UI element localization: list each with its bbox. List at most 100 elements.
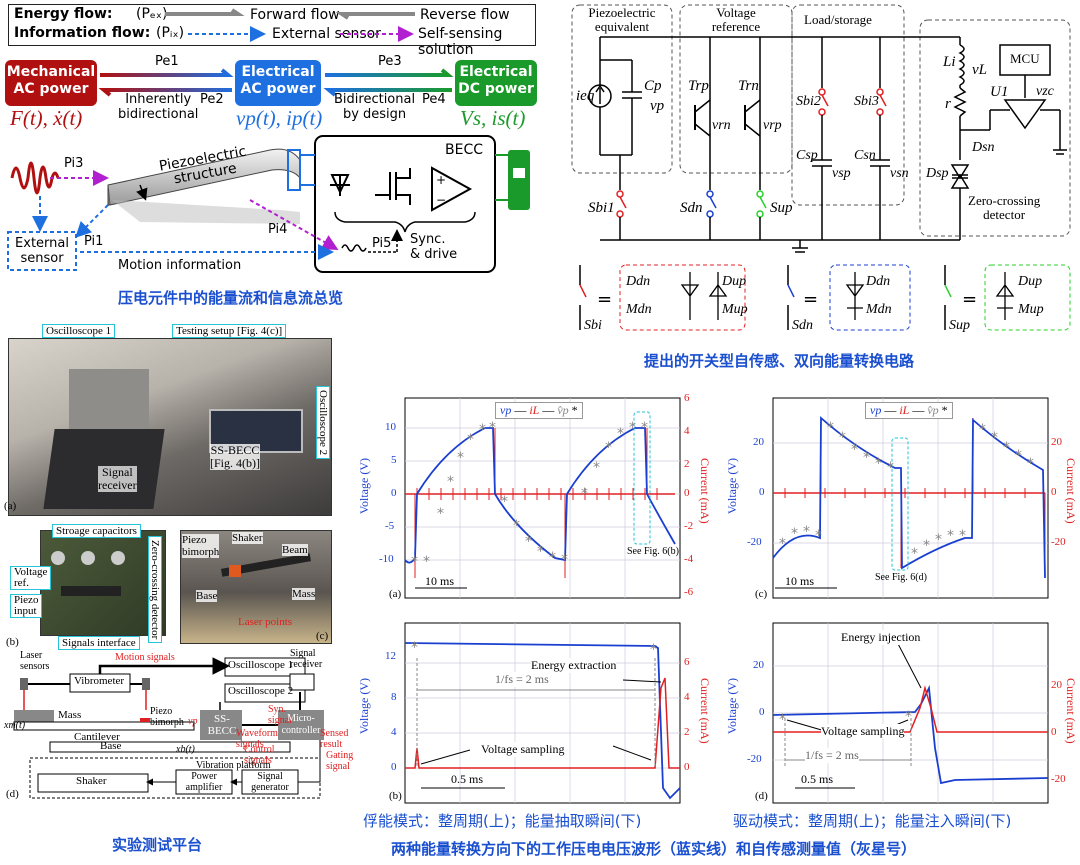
li-label: Li [943, 54, 956, 70]
label-syn-signal: Syn.signal [268, 704, 292, 726]
vl-label: vL [972, 62, 987, 78]
svg-text:*: * [467, 432, 474, 448]
svg-text:*: * [947, 528, 954, 544]
legend-ddn: Ddn [626, 274, 651, 289]
cp-label: Cp [644, 78, 662, 94]
legend-mup-2: Mup [1018, 302, 1044, 317]
becc-box [314, 135, 496, 273]
circuit-diagram: = = = [571, 4, 1071, 331]
tick-a-v-3: -5 [385, 520, 395, 532]
legend-sbi: Sbi [584, 318, 602, 333]
svg-text:*: * [911, 546, 918, 562]
tick-c-v-1: 0 [759, 486, 765, 498]
svg-text:*: * [457, 450, 464, 466]
sdn-label: Sdn [680, 200, 703, 216]
period-d: 1/fs = 2 ms [805, 748, 859, 763]
caption-setup: 实验测试平台 [112, 836, 203, 854]
tag-d: (d) [6, 788, 19, 800]
tick-d-v-2: -20 [747, 753, 762, 765]
pe2-label: Pe2 [200, 92, 224, 107]
tick-d-v-0: 20 [753, 659, 764, 671]
dc-math: Vs, is(t) [460, 106, 526, 130]
tag-zero-crossing: Zero-crossing detector [148, 536, 162, 644]
sync-label: Sync.& drive [410, 232, 458, 262]
elec-ac-box [235, 60, 321, 106]
motion-info-label: Motion information [118, 258, 242, 273]
sbi2-label: Sbi2 [796, 94, 821, 109]
svg-text:−: − [436, 193, 446, 207]
label-laser-points: Laser points [238, 616, 293, 628]
svg-text:*: * [923, 538, 930, 554]
tag-plot-a: (a) [389, 588, 402, 600]
waveform-plots: ******************** *******************… [404, 397, 1049, 804]
pi1-label: Pi1 [84, 234, 104, 249]
vsp-label: vsp [832, 166, 851, 181]
legend-info-symbol: (Pᵢₓ) [156, 25, 185, 41]
svg-text:*: * [411, 554, 418, 570]
svg-text:*: * [537, 544, 544, 560]
trp-label: Trp [688, 78, 709, 94]
tick-b-i-2: 2 [684, 726, 690, 738]
svg-text:*: * [875, 456, 882, 472]
legend-sup: Sup [949, 318, 970, 333]
mcu-label: MCU [1010, 51, 1040, 66]
legend-sdn: Sdn [792, 318, 813, 333]
legend-self: Self-sensing solution [418, 26, 503, 58]
dsp-label: Dsp [926, 166, 949, 181]
ylabel-voltage-c: Voltage (V) [725, 458, 739, 515]
svg-text:*: * [991, 430, 998, 446]
svg-text:*: * [979, 422, 986, 438]
extraction-label: Energy extraction [531, 658, 617, 673]
label-motion-signals: Motion signals [115, 652, 175, 663]
label-mass: Mass [292, 588, 316, 600]
vsn-label: vsn [890, 166, 909, 181]
note-a: See Fig. 6(b) [627, 546, 679, 557]
sampling-label-b: Voltage sampling [481, 742, 565, 757]
svg-text:*: * [779, 536, 786, 552]
scale-c: 10 ms [785, 574, 815, 588]
svg-text:*: * [605, 440, 612, 456]
caption-energy-flow: 压电元件中的能量流和信息流总览 [118, 289, 344, 307]
tick-b-i-3: 0 [684, 761, 690, 773]
tag-plot-c: (c) [755, 588, 768, 600]
pe4-label: Pe4 [422, 92, 446, 107]
mech-power-box [5, 60, 97, 106]
tick-a-i-5: -4 [684, 553, 694, 565]
legend-mdn: Mdn [626, 302, 652, 317]
legend-info-flow: Information flow: [14, 25, 151, 41]
sbi3-label: Sbi3 [854, 94, 879, 109]
mech-math: F(t), ẋ(t) [10, 106, 83, 130]
pe3-label: Pe3 [378, 54, 402, 69]
r-label: r [945, 96, 951, 112]
svg-text:*: * [1027, 456, 1034, 472]
tick-a-v-0: 10 [385, 421, 396, 433]
tick-c-i-2: -20 [1051, 536, 1066, 548]
tick-a-i-1: 4 [684, 425, 690, 437]
caption-circuit: 提出的开关型自传感、双向能量转换电路 [644, 352, 915, 370]
tag-oscilloscope-2: Oscilloscope 2 [316, 386, 330, 460]
tag-testing-setup: Testing setup [Fig. 4(c)] [172, 324, 287, 338]
legend-mdn-2: Mdn [866, 302, 892, 317]
svg-text:*: * [1003, 440, 1010, 456]
svg-text:*: * [593, 460, 600, 476]
tick-a-v-2: 0 [391, 487, 397, 499]
label-vibrometer: Vibrometer [74, 675, 125, 687]
legend-forward: Forward flow [250, 7, 340, 23]
energy-flow-diagram: + − [5, 8, 537, 273]
becc-label: BECC [445, 142, 484, 158]
sup-label: Sup [770, 200, 793, 216]
ac-math: vp(t), ip(t) [236, 106, 323, 130]
flow-legend [8, 4, 536, 46]
waveform-panel: ******************** *******************… [355, 388, 1080, 865]
comparator-icon [1003, 99, 1047, 130]
tick-a-i-0: 6 [684, 392, 690, 404]
mcu-box [999, 44, 1051, 76]
svg-text:*: * [525, 534, 532, 550]
tag-c: (c) [316, 630, 329, 642]
tick-d-i-1: 0 [1051, 726, 1057, 738]
